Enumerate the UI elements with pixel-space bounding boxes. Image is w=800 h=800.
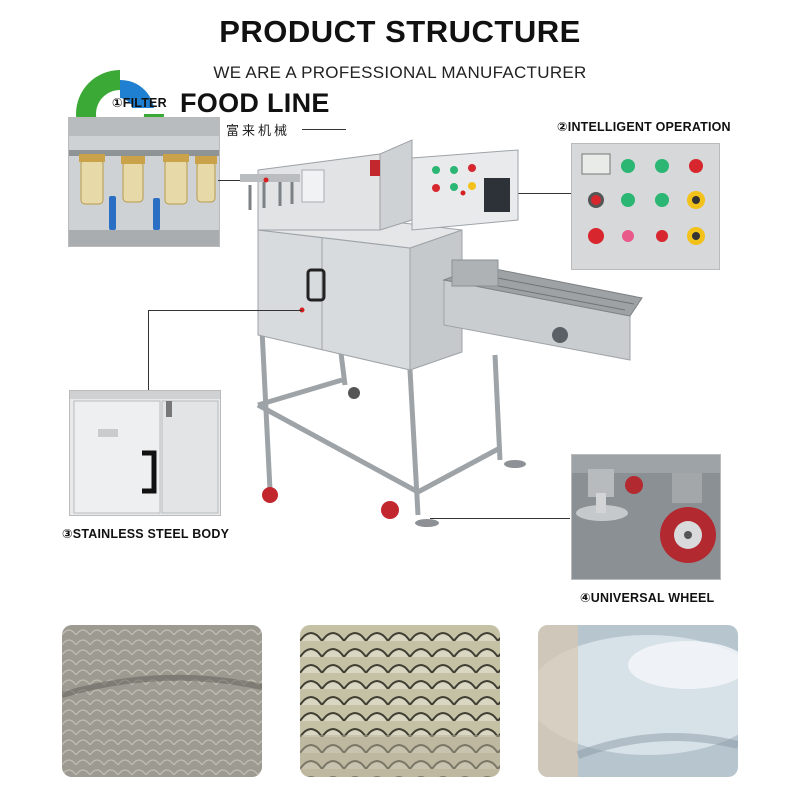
wheel-label: ④UNIVERSAL WHEEL <box>580 591 715 605</box>
filter-photo <box>68 117 220 247</box>
caster-wheel-photo <box>571 454 721 580</box>
filter-label: ①FILTER <box>112 96 167 110</box>
body-connector-h <box>148 310 302 311</box>
fish-skin-before-photo <box>62 625 262 777</box>
page-title: PRODUCT STRUCTURE <box>219 14 581 49</box>
fish-skin-scaled-photo <box>300 625 500 777</box>
stainless-door-photo <box>69 390 221 516</box>
control-panel-photo <box>571 143 720 270</box>
wheel-connector <box>430 518 570 519</box>
operation-label: ②INTELLIGENT OPERATION <box>557 120 731 134</box>
page-subtitle: WE ARE A PROFESSIONAL MANUFACTURER <box>213 63 587 82</box>
body-connector-v <box>148 310 149 390</box>
body-label: ③STAINLESS STEEL BODY <box>62 527 230 541</box>
fish-scaling-machine-image <box>230 130 650 530</box>
brand-name: FOOD LINE <box>180 88 330 118</box>
brand-divider <box>302 129 346 130</box>
brand-name-cn: 富来机械 <box>226 123 291 138</box>
fish-skin-clean-photo <box>538 625 738 777</box>
